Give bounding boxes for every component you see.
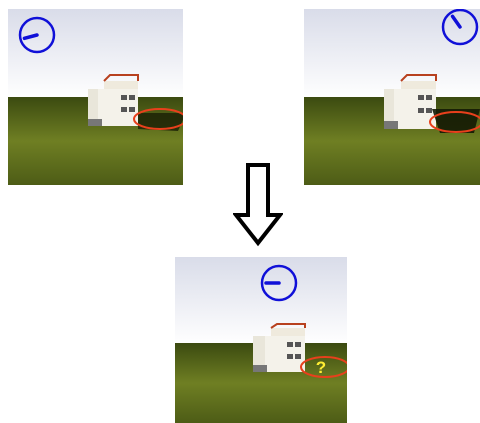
house-icon bbox=[384, 74, 437, 129]
shadow-highlight-ellipse bbox=[133, 108, 183, 130]
shadow-highlight-ellipse bbox=[429, 111, 480, 133]
house-icon bbox=[88, 74, 139, 126]
clock-icon bbox=[18, 16, 56, 54]
sky bbox=[175, 257, 347, 345]
shadow-highlight-ellipse bbox=[300, 356, 347, 378]
sky bbox=[8, 9, 183, 99]
clock-icon bbox=[260, 264, 298, 302]
scene-panel-right bbox=[304, 9, 480, 185]
clock-hand bbox=[22, 33, 39, 41]
clock-hand bbox=[450, 14, 462, 29]
house-shadow bbox=[138, 113, 183, 131]
house-shadow bbox=[432, 109, 480, 133]
unknown-shadow-label: ? bbox=[316, 358, 326, 377]
scene-panel-left bbox=[8, 9, 183, 185]
scene-panel-bottom: ? bbox=[175, 257, 347, 423]
house-icon bbox=[253, 323, 306, 372]
down-arrow-icon bbox=[233, 163, 283, 247]
clock-icon bbox=[441, 9, 479, 46]
sky bbox=[304, 9, 480, 99]
